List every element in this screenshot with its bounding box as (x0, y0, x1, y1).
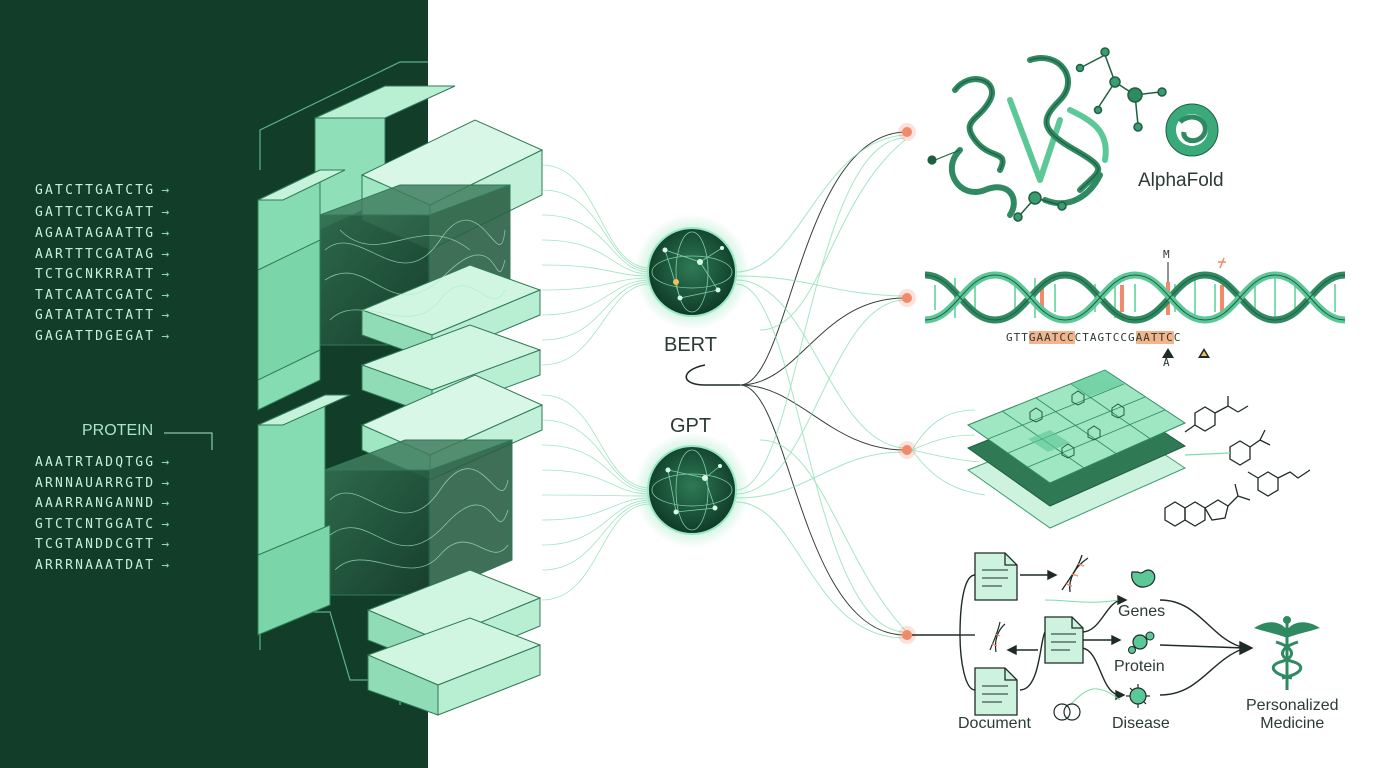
dna-sequence: AGAATAGAATTG → (35, 226, 169, 241)
genome-seq-highlight: AATTC (1135, 331, 1174, 344)
drug-molecules (1164, 396, 1311, 527)
protein-sequence: AAATRTADQTGG → (35, 455, 169, 470)
dna-sequence: TATCAATCGATC → (35, 288, 169, 303)
sequence-text: AARTTTCGATAG (35, 247, 156, 262)
disease-label: Disease (1112, 715, 1170, 732)
sequence-text: AAATRTADQTGG (35, 455, 156, 470)
molecule-graphic (1013, 47, 1167, 222)
app-hub-dots (898, 123, 916, 644)
arrow-icon: → (161, 308, 170, 323)
arrow-icon: → (161, 329, 170, 344)
genome-seq-part: C (1173, 331, 1182, 344)
arrow-icon: → (161, 226, 170, 241)
gpt-node (634, 432, 750, 548)
model-connector-curve (685, 364, 740, 386)
encoder-to-models-lines (541, 164, 651, 601)
clinical-connector-mint (1044, 599, 1121, 706)
sequence-text: AAARRANGANND (35, 496, 156, 511)
mutation-marker-a: A (1163, 356, 1171, 369)
disease-icon (1126, 684, 1150, 708)
gpt-label: GPT (670, 415, 712, 437)
alphafold-logo (1165, 103, 1219, 157)
genome-seq-part: CTAGTCCG (1074, 331, 1136, 344)
sequence-text: ARRRNAAATDAT (35, 558, 156, 573)
sequence-text: TCTGCNKRRATT (35, 267, 156, 282)
arrow-icon: → (161, 537, 170, 552)
arrow-icon: → (161, 267, 170, 282)
sequence-text: GATATATCTATT (35, 308, 156, 323)
stomach-icon (1131, 569, 1156, 588)
dna-sequence: GAGATTDGEGAT → (35, 329, 169, 344)
drug-discovery-layers (911, 369, 1187, 529)
cell-icon (1053, 703, 1081, 721)
sequence-text: TCGTANDDCGTT (35, 537, 156, 552)
document-icon-center (1044, 616, 1084, 664)
models-to-apps-lines (735, 131, 906, 639)
arrow-icon: → (161, 558, 170, 573)
protein-sequence: GTCTCNTGGATC → (35, 517, 169, 532)
dna-icon-small (1061, 554, 1089, 593)
clinical-workflow (912, 569, 1254, 701)
caduceus-icon (1254, 616, 1320, 690)
sequence-text: ARNNAUARRGTD (35, 476, 156, 491)
bert-node (634, 214, 750, 330)
protein-sequence: AAARRANGANND → (35, 496, 169, 511)
genome-sequence: GTTGAATCCCTAGTCCGAATTCC (1006, 331, 1181, 344)
protein-sequence: ARNNAUARRGTD → (35, 476, 169, 491)
arrow-icon: → (161, 205, 170, 220)
sequence-text: GATCTTGATCTG (35, 183, 156, 198)
dna-sequence: AARTTTCGATAG → (35, 247, 169, 262)
protein-section-label: PROTEIN (82, 422, 154, 439)
outcome-label-line1: Personalized (1246, 697, 1339, 714)
document-label: Document (958, 715, 1031, 732)
bert-label: BERT (664, 334, 717, 356)
protein-label-bracket (164, 432, 213, 450)
protein-icon (1128, 631, 1155, 654)
sequence-text: AGAATAGAATTG (35, 226, 156, 241)
encoder-swirl-upper (324, 219, 506, 321)
arrow-icon: → (161, 517, 170, 532)
sequence-text: TATCAATCGATC (35, 288, 156, 303)
protein-structure-outline (927, 57, 1099, 191)
genome-seq-highlight: GAATCC (1028, 331, 1075, 344)
encoder-block-lower (257, 374, 544, 716)
arrow-icon: → (161, 288, 170, 303)
document-icon-bottom (974, 667, 1018, 716)
dna-sequence: GATATATCTATT → (35, 308, 169, 323)
mutation-marker-m: M (1163, 248, 1171, 261)
arrow-icon: → (161, 247, 170, 262)
genes-label: Genes (1118, 603, 1166, 620)
dna-helix-graphic (924, 257, 1346, 358)
protein-sequence: TCGTANDDCGTT → (35, 537, 169, 552)
dna-sequence: TCTGCNKRRATT → (35, 267, 169, 282)
alphafold-label: AlphaFold (1138, 170, 1224, 191)
sequence-text: GATTCTCKGATT (35, 205, 156, 220)
personalized-medicine-label: Personalized Medicine (1246, 697, 1339, 733)
protein-structure-graphic (948, 55, 1109, 218)
sequence-text: GTCTCNTGGATC (35, 517, 156, 532)
genome-seq-part: GTT (1006, 331, 1029, 344)
document-icon-top (974, 552, 1018, 601)
dna-sequence: GATTCTCKGATT → (35, 205, 169, 220)
encoder-swirl-lower (329, 468, 509, 571)
arrow-icon: → (161, 183, 170, 198)
outcome-label-line2: Medicine (1260, 715, 1325, 732)
protein-sequence: ARRRNAAATDAT → (35, 558, 169, 573)
arrow-icon: → (161, 455, 170, 470)
dna-icon-tiny (989, 621, 1006, 653)
arrow-icon: → (161, 496, 170, 511)
arrow-icon: → (161, 476, 170, 491)
dna-sequence: GATCTTGATCTG → (35, 183, 169, 198)
sequence-text: GAGATTDGEGAT (35, 329, 156, 344)
protein-output-label: Protein (1114, 658, 1165, 675)
